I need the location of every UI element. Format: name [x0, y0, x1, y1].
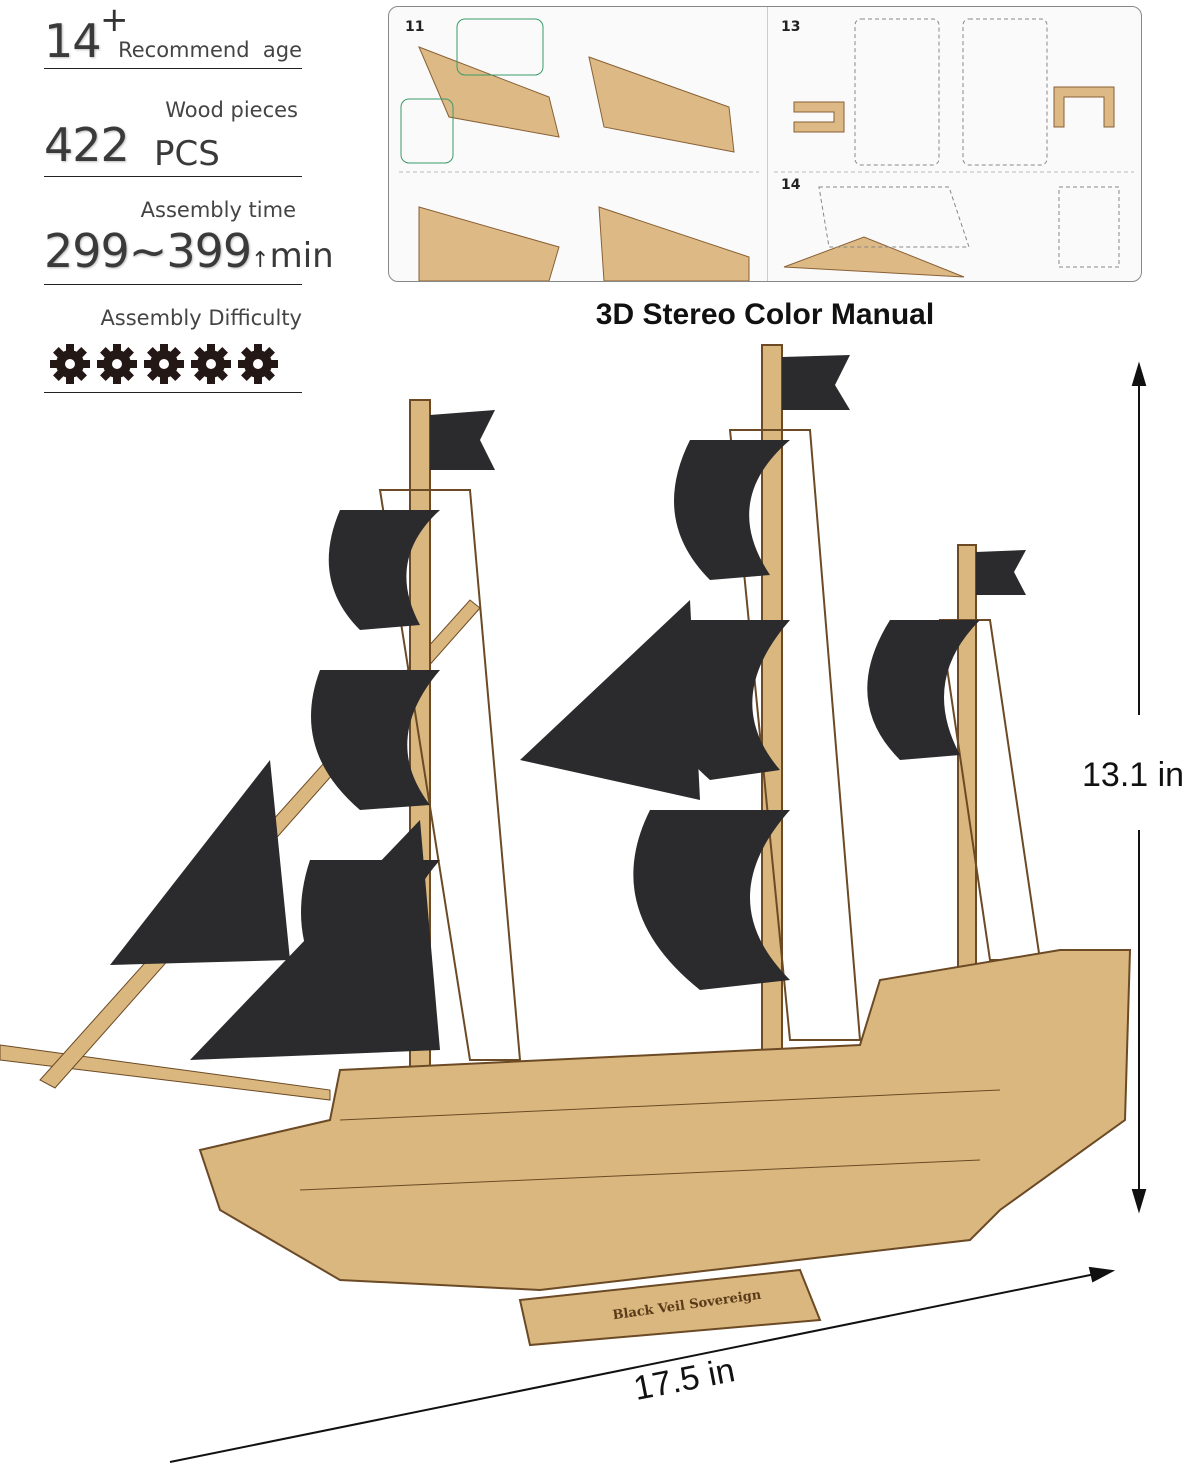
manual-page-left [389, 7, 768, 281]
gear-icon [238, 344, 278, 388]
step-number: 14 [781, 177, 801, 193]
difficulty-rating [50, 344, 278, 388]
dimension-arrows [169, 361, 1147, 1463]
difficulty-label: Assembly Difficulty [100, 306, 302, 330]
time-unit: min [269, 236, 334, 276]
bowsprit [0, 599, 481, 1101]
pieces-unit: PCS [154, 134, 220, 174]
age-plus: + [100, 0, 129, 40]
age-label: Recommend age [118, 38, 302, 62]
spec-age: 14 + Recommend age [44, 0, 302, 69]
sails [110, 440, 980, 1060]
spec-difficulty: Assembly Difficulty [44, 306, 302, 393]
nameplate-text: Black Veil Sovereign [611, 1287, 763, 1324]
spec-pieces: Wood pieces 422 PCS [44, 98, 302, 177]
height-dimension: 13.1 in [1082, 756, 1185, 794]
pieces-label: Wood pieces [165, 98, 298, 122]
step-number: 13 [781, 19, 801, 35]
gear-icon [191, 344, 231, 388]
hull [198, 949, 1132, 1347]
time-value: 299~399↑min [44, 224, 334, 278]
manual-preview: 11 13 14 [388, 6, 1142, 282]
flags [430, 355, 1026, 595]
time-label: Assembly time [140, 198, 296, 222]
manual-illustrations [399, 18, 1134, 281]
step-number: 11 [405, 19, 425, 35]
gear-icon [50, 344, 90, 388]
time-range: 299~399 [44, 224, 252, 278]
masts [378, 344, 1042, 1106]
time-arrow: ↑ [251, 248, 270, 273]
length-dimension: 17.5 in [630, 1351, 739, 1409]
age-value: 14 [44, 14, 102, 68]
gear-icon [97, 344, 137, 388]
spec-time: Assembly time 299~399↑min [44, 198, 334, 285]
manual-caption: 3D Stereo Color Manual [595, 298, 935, 331]
pieces-value: 422 [44, 118, 130, 172]
gear-icon [144, 344, 184, 388]
